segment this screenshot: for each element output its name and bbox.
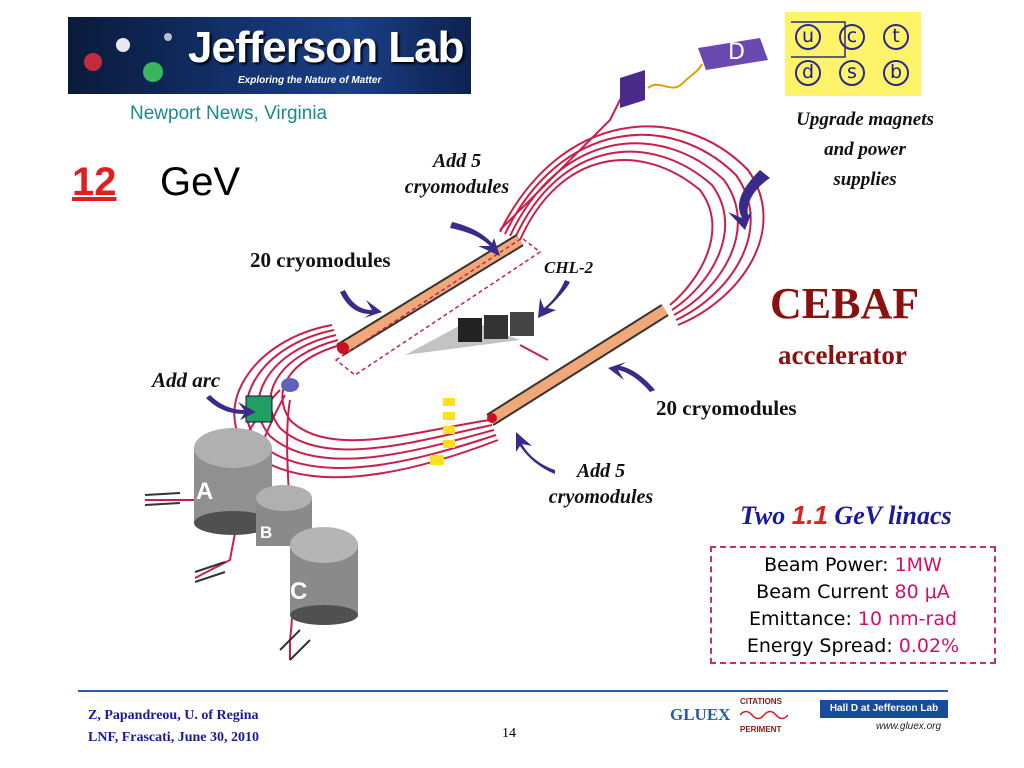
gluex-logo: GLUEX CITATIONS PERIMENT xyxy=(668,697,808,737)
hall-b-label: B xyxy=(260,523,273,542)
extraction-magnets xyxy=(430,398,455,465)
hall-a-label: A xyxy=(196,478,214,505)
west-arc-2 xyxy=(269,339,493,451)
linacs-prefix: Two xyxy=(740,501,792,530)
halld-banner: Hall D at Jefferson Lab xyxy=(820,700,948,718)
linacs-value: 1.1 xyxy=(791,500,828,530)
logo-subtitle: Exploring the Nature of Matter xyxy=(238,75,382,86)
quark-flavors-box: u c t d s b xyxy=(785,12,921,96)
energy-unit: GeV xyxy=(160,160,241,204)
param-label: Emittance: xyxy=(748,608,858,630)
footer-divider xyxy=(78,690,948,692)
gluex-citations: CITATIONS xyxy=(740,697,782,706)
hall-d-building xyxy=(620,38,768,108)
hall-c-label: C xyxy=(290,578,308,605)
footer-venue: LNF, Frascati, June 30, 2010 xyxy=(88,730,259,745)
arrow-20-top xyxy=(340,290,382,318)
upgrade-magnets-label: Upgrade magnets and power supplies xyxy=(772,105,958,195)
gluex-periment: PERIMENT xyxy=(740,725,782,734)
param-value: 0.02% xyxy=(898,635,960,657)
arrow-upgrade xyxy=(728,170,770,230)
linacs-caption: Two 1.1 GeV linacs xyxy=(740,500,952,531)
param-label: Beam Power: xyxy=(764,554,895,576)
arrow-add5-top xyxy=(450,222,500,256)
hall-d-label: D xyxy=(728,40,745,65)
add5-top-label: Add 5 cryomodules xyxy=(392,148,522,200)
gluex-logo-text: GLUEX xyxy=(670,705,731,724)
param-emittance: Emittance: 10 nm-rad xyxy=(712,608,994,630)
add-arc-label: Add arc xyxy=(152,368,221,392)
add5-top-line-2: cryomodules xyxy=(404,176,510,198)
cebaf-subtitle: accelerator xyxy=(778,340,907,370)
wave-icon xyxy=(740,710,788,720)
east-arc-4 xyxy=(504,133,752,321)
arrow-add-arc xyxy=(206,395,256,420)
upgrade-line-3: supplies xyxy=(833,169,897,190)
cebaf-title: CEBAF xyxy=(770,279,920,328)
arrow-add5-bottom xyxy=(516,432,555,474)
upgrade-line-2: and power xyxy=(824,139,906,160)
beam-dumps xyxy=(144,492,311,661)
quark-c: c xyxy=(839,24,865,50)
footer-author: Z, Papandreou, U. of Regina xyxy=(88,708,259,723)
quark-s: s xyxy=(839,60,865,86)
param-label: Beam Current xyxy=(756,581,895,603)
param-value: 10 nm-rad xyxy=(857,608,958,630)
add-arc-block xyxy=(245,378,299,423)
new-cryomodules-box-north xyxy=(334,237,542,376)
star-icon xyxy=(84,33,172,82)
upgrade-line-1: Upgrade magnets xyxy=(796,109,934,130)
param-value: 80 μA xyxy=(894,581,950,603)
cryo20-top-label: 20 cryomodules xyxy=(250,248,391,272)
cryo20-bottom-label: 20 cryomodules xyxy=(656,396,797,420)
gluex-url: www.gluex.org xyxy=(876,721,942,732)
add5-bottom-label: Add 5 cryomodules xyxy=(534,458,668,510)
page-number: 14 xyxy=(502,726,516,741)
beam-parameters-box: Beam Power: 1MW Beam Current 80 μA Emitt… xyxy=(710,546,996,664)
callout-arrows xyxy=(206,170,770,474)
chl2-building xyxy=(405,312,549,361)
quark-u: u xyxy=(795,24,821,50)
param-beam-power: Beam Power: 1MW xyxy=(712,554,994,576)
logo-title: Jefferson Lab xyxy=(188,23,465,72)
linac-south xyxy=(486,304,669,426)
add5-top-line-1: Add 5 xyxy=(432,150,482,172)
param-beam-current: Beam Current 80 μA xyxy=(712,581,994,603)
jefferson-lab-logo: Jefferson Lab Exploring the Nature of Ma… xyxy=(68,17,471,94)
linacs-suffix: GeV linacs xyxy=(827,501,952,530)
quark-d: d xyxy=(795,60,821,86)
arrow-chl2 xyxy=(538,280,570,318)
east-arc-1 xyxy=(519,159,714,306)
location-text: Newport News, Virginia xyxy=(130,103,328,124)
energy-value: 12 xyxy=(72,160,117,204)
chl2-label: CHL-2 xyxy=(544,258,594,277)
add5-bottom-line-2: cryomodules xyxy=(548,486,654,508)
param-value: 1MW xyxy=(894,554,942,576)
hall-b-dome xyxy=(256,485,312,546)
west-arc-3 xyxy=(257,334,495,460)
arrow-20-bottom xyxy=(608,362,655,392)
add5-bottom-line-1: Add 5 xyxy=(576,460,626,482)
quark-b: b xyxy=(883,60,909,86)
param-label: Energy Spread: xyxy=(746,635,899,657)
hall-c-dome xyxy=(290,527,358,625)
quark-t: t xyxy=(883,24,909,50)
param-energy-spread: Energy Spread: 0.02% xyxy=(712,635,994,657)
east-arc-2 xyxy=(514,150,727,311)
east-arc-5 xyxy=(499,125,765,326)
logo-stars-decoration xyxy=(68,17,188,94)
west-arc-1 xyxy=(281,344,491,442)
